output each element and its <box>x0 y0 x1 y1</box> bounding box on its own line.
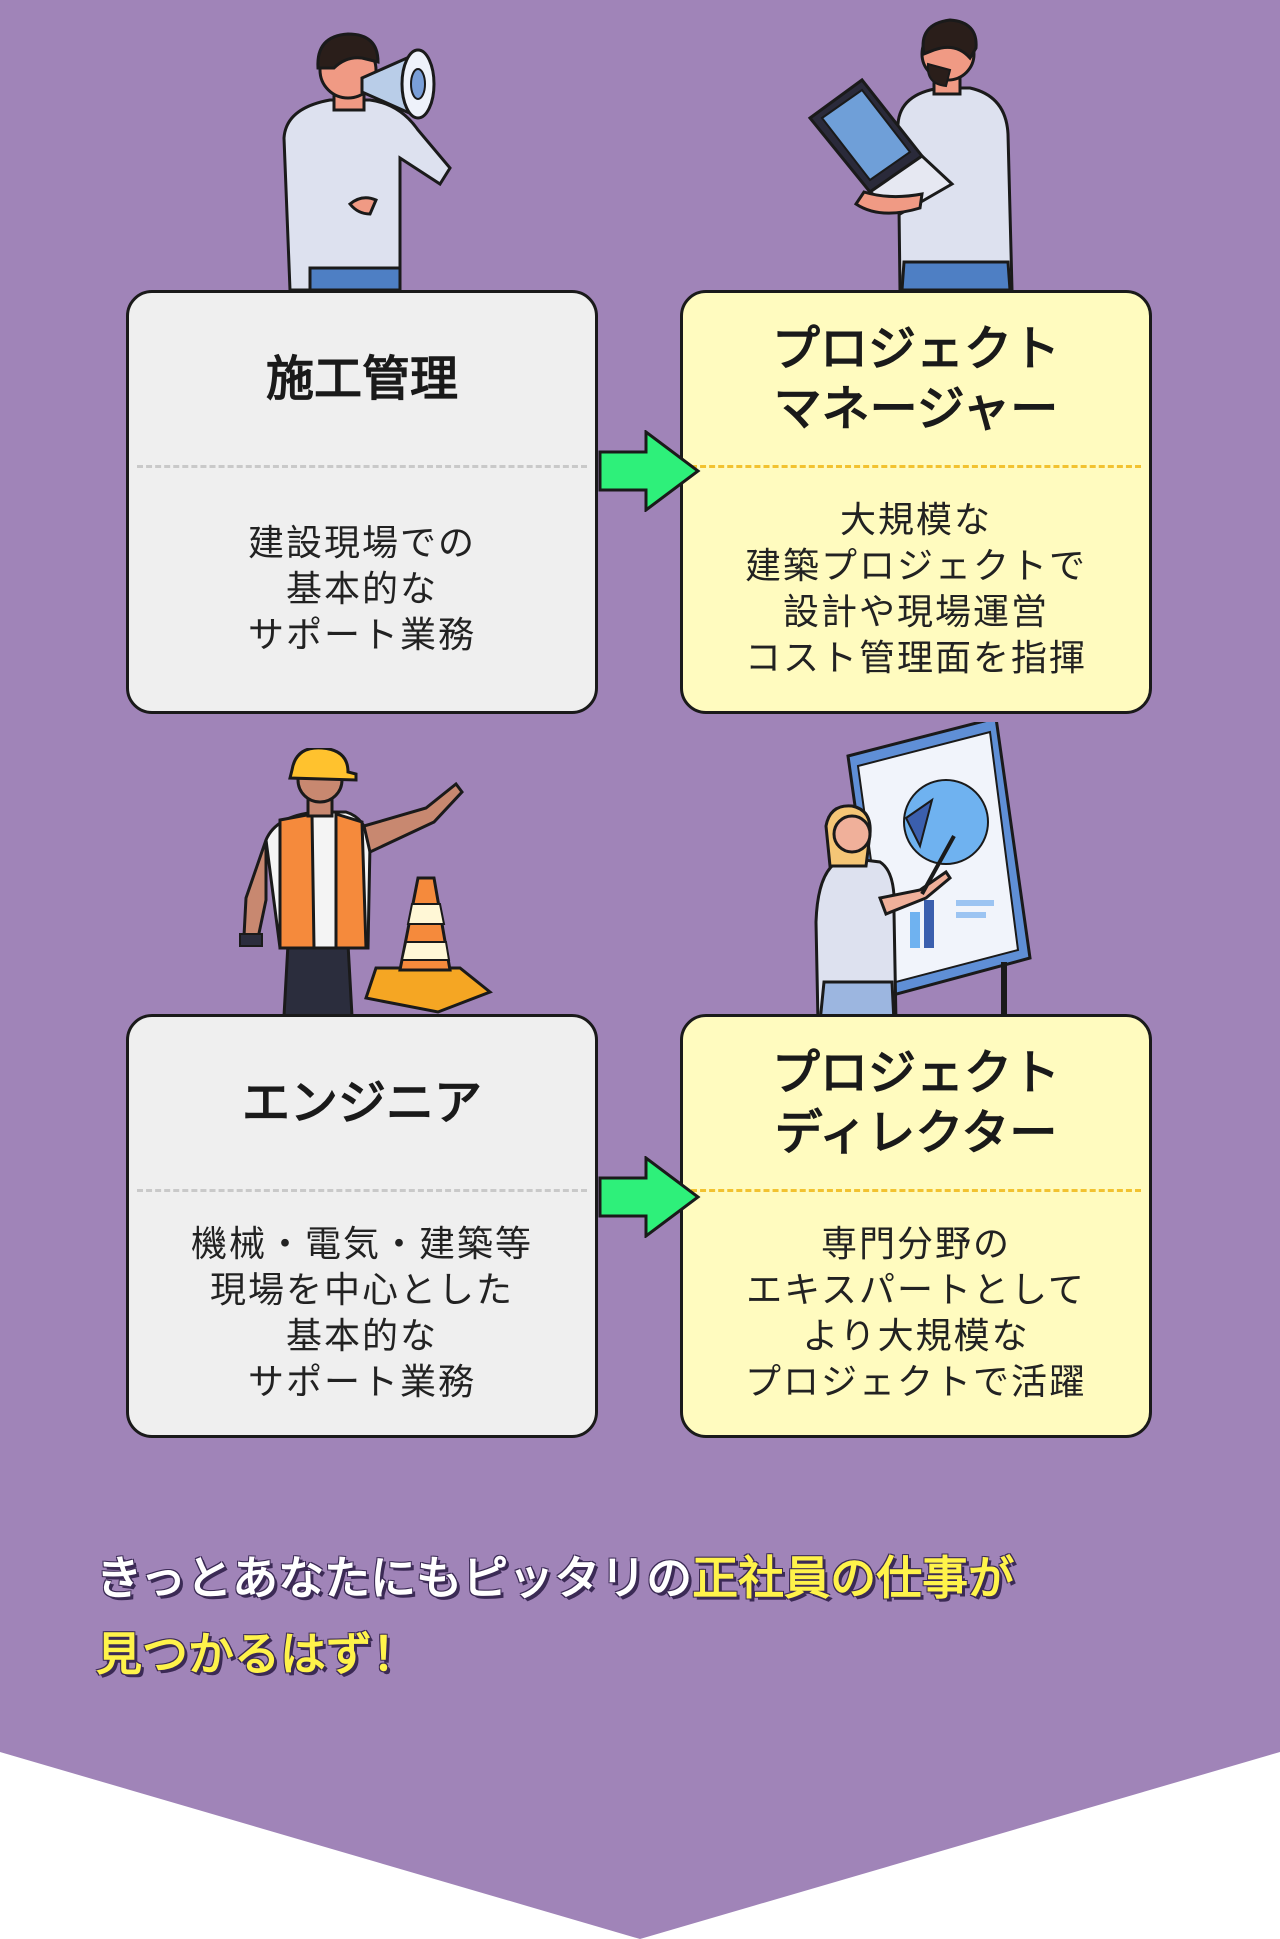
role-card-construction-management: 施工管理 建設現場での 基本的な サポート業務 <box>126 290 598 714</box>
desc-line: 現場を中心とした <box>209 1269 514 1311</box>
desc-line: 設計や現場運営 <box>782 591 1049 633</box>
tagline-line2-highlight: 見つかるはず！ <box>96 1627 418 1681</box>
laptop-person-icon <box>807 18 1014 290</box>
desc-line: 大規模な <box>839 499 992 541</box>
dashed-divider <box>137 1189 587 1192</box>
role-title-line: ディレクター <box>774 1105 1058 1161</box>
dashed-divider <box>137 465 587 468</box>
arrow-right-icon <box>598 430 701 512</box>
desc-line: エキスパートとして <box>746 1269 1086 1311</box>
role-title-line: エンジニア <box>241 1075 482 1131</box>
role-title-line: マネージャー <box>773 381 1059 437</box>
desc-line: 基本的な <box>285 568 438 610</box>
role-title: 施工管理 <box>129 293 595 465</box>
arrow-right-icon <box>598 1156 701 1238</box>
role-title-line: プロジェクト <box>771 1045 1060 1101</box>
dashed-divider <box>691 1189 1141 1192</box>
desc-line: サポート業務 <box>247 614 476 656</box>
role-title: プロジェクト マネージャー <box>683 293 1149 465</box>
worker-cone-icon <box>239 748 493 1016</box>
role-description: 大規模な 建築プロジェクトで 設計や現場運営 コスト管理面を指揮 <box>683 468 1149 711</box>
desc-line: 建築プロジェクトで <box>744 545 1087 587</box>
role-card-engineer: エンジニア 機械・電気・建築等 現場を中心とした 基本的な サポート業務 <box>126 1014 598 1438</box>
role-title-line: プロジェクト <box>771 321 1060 377</box>
role-title: エンジニア <box>129 1017 595 1189</box>
dashed-divider <box>691 465 1141 468</box>
tagline: きっとあなたにもピッタリの正社員の仕事が 見つかるはず！ <box>96 1540 1196 1692</box>
role-card-project-manager: プロジェクト マネージャー 大規模な 建築プロジェクトで 設計や現場運営 コスト… <box>680 290 1152 714</box>
desc-line: サポート業務 <box>247 1361 476 1403</box>
presenter-board-icon <box>814 722 1032 1022</box>
desc-line: コスト管理面を指揮 <box>744 637 1087 679</box>
desc-line: 専門分野の <box>820 1223 1011 1265</box>
tagline-line1-prefix: きっとあなたにもピッタリの <box>96 1551 693 1605</box>
tagline-line1-highlight: 正社員の仕事が <box>692 1551 1015 1605</box>
role-description: 建設現場での 基本的な サポート業務 <box>129 468 595 711</box>
role-title-line: 施工管理 <box>265 351 458 407</box>
desc-line: 基本的な <box>285 1315 438 1357</box>
megaphone-person-icon <box>282 32 452 290</box>
role-description: 専門分野の エキスパートとして より大規模な プロジェクトで活躍 <box>683 1192 1149 1435</box>
role-card-project-director: プロジェクト ディレクター 専門分野の エキスパートとして より大規模な プロジ… <box>680 1014 1152 1438</box>
role-title: プロジェクト ディレクター <box>683 1017 1149 1189</box>
desc-line: より大規模な <box>802 1315 1030 1357</box>
role-description: 機械・電気・建築等 現場を中心とした 基本的な サポート業務 <box>129 1192 595 1435</box>
desc-line: 機械・電気・建築等 <box>190 1223 533 1265</box>
desc-line: プロジェクトで活躍 <box>744 1361 1087 1403</box>
desc-line: 建設現場での <box>247 522 476 564</box>
